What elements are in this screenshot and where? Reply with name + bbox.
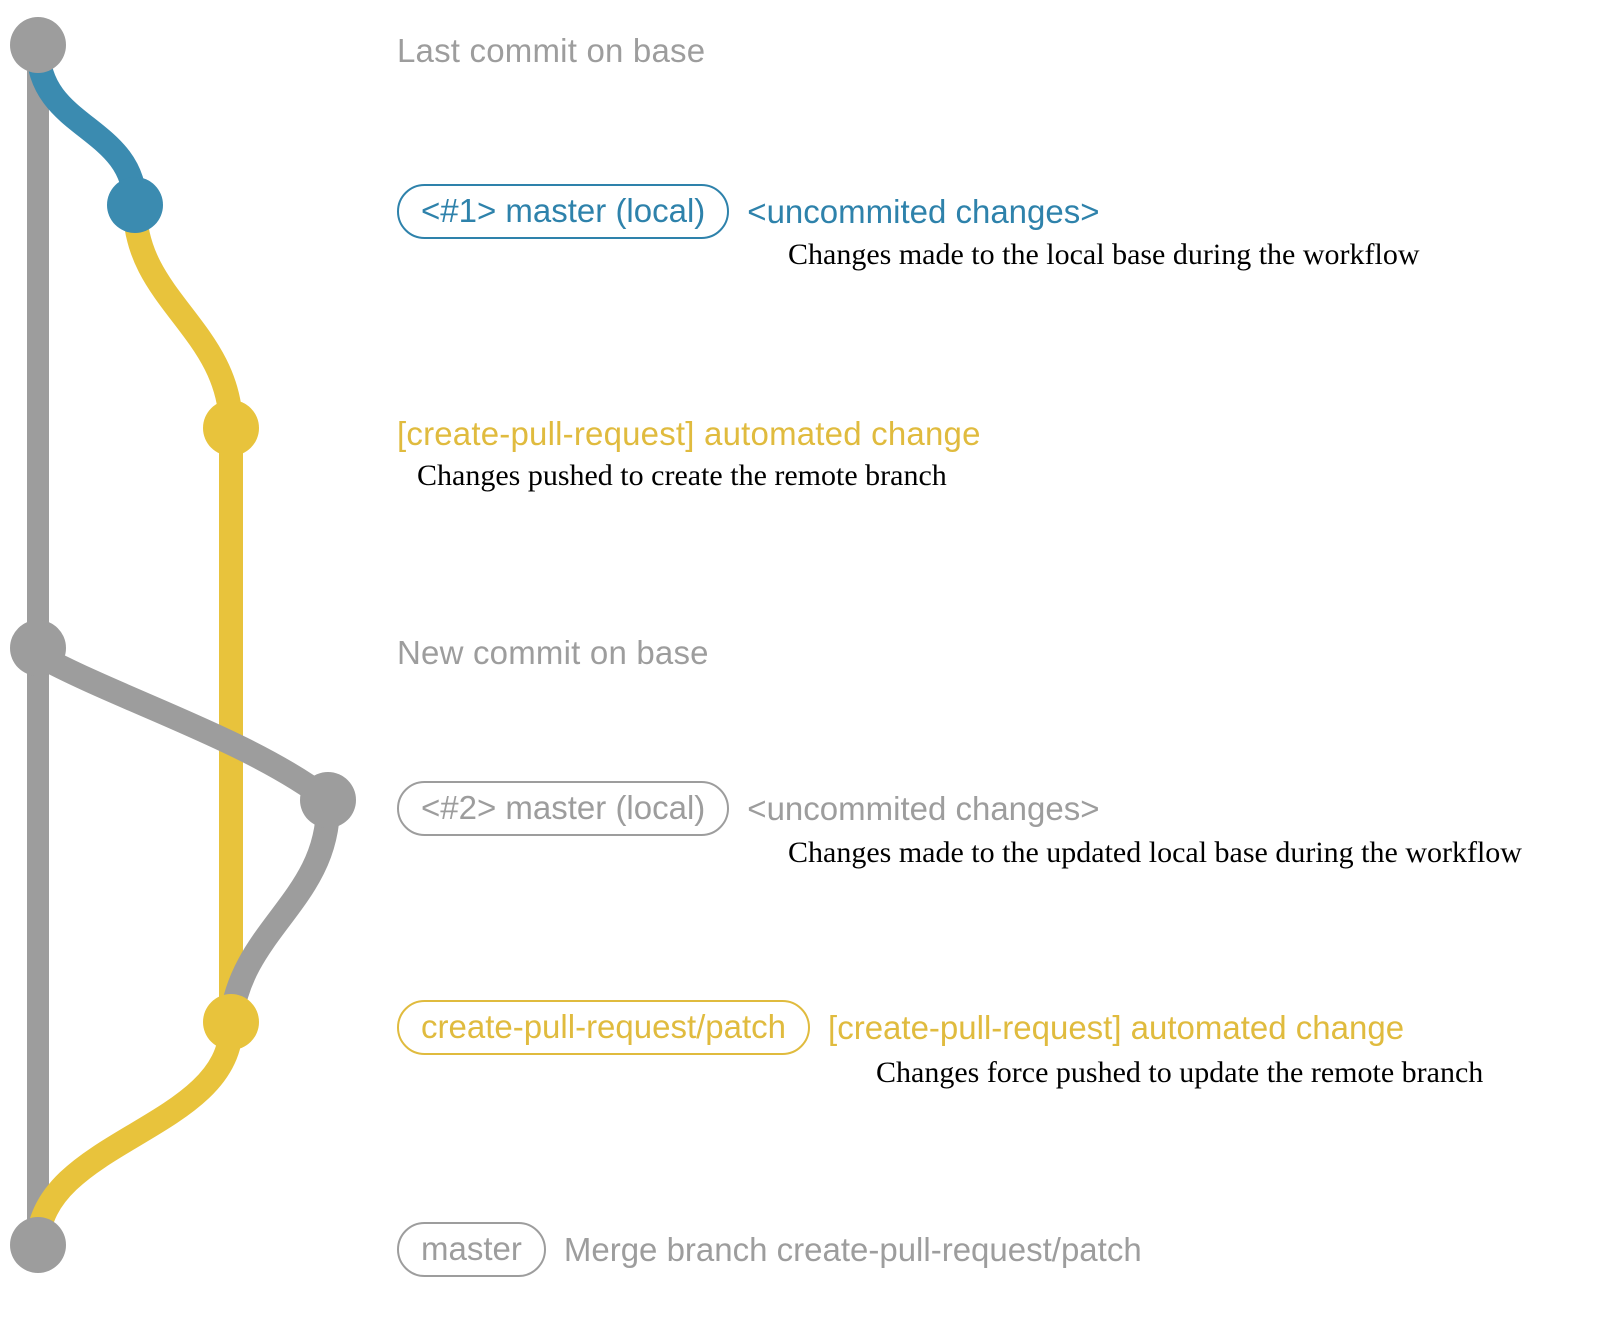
commit-node-base-new[interactable]	[10, 620, 66, 676]
row-new-commit-on-base: New commit on base	[397, 634, 709, 672]
commit-node-remote-2[interactable]	[203, 994, 259, 1050]
commit-message-master-merge: Merge branch create-pull-request/patch	[563, 1231, 1142, 1268]
commit-message-new-commit-on-base: New commit on base	[397, 634, 709, 671]
row-master-local-1: <#1> master (local) <uncommited changes>	[397, 184, 1100, 239]
branch-badge-master-local-1[interactable]: <#1> master (local)	[397, 184, 730, 239]
row-master-merge: master Merge branch create-pull-request/…	[397, 1222, 1142, 1277]
commit-node-master-merge[interactable]	[10, 1217, 66, 1273]
commit-node-local-1[interactable]	[107, 177, 163, 233]
commit-node-base-last[interactable]	[10, 17, 66, 73]
row-create-pull-request-patch: create-pull-request/patch [create-pull-r…	[397, 1000, 1404, 1055]
commit-message-automated-change-1: [create-pull-request] automated change	[397, 415, 981, 452]
graph-edge-local1-to-remote1	[123, 196, 243, 440]
commit-message-master-local-2: <uncommited changes>	[747, 790, 1100, 827]
description-master-local-2: Changes made to the updated local base d…	[788, 836, 1522, 869]
branch-badge-create-pull-request-patch[interactable]: create-pull-request/patch	[397, 1000, 811, 1055]
commit-message-master-local-1: <uncommited changes>	[747, 193, 1100, 230]
graph-edge-remote2-to-merge	[26, 1014, 243, 1257]
description-automated-change-1: Changes pushed to create the remote bran…	[417, 459, 947, 492]
description-master-local-1: Changes made to the local base during th…	[788, 238, 1420, 271]
row-last-commit-on-base: Last commit on base	[397, 32, 705, 70]
commit-node-remote-1[interactable]	[203, 400, 259, 456]
graph-edge-local2-to-remote2	[219, 794, 340, 1034]
commit-message-last-commit-on-base: Last commit on base	[397, 32, 706, 69]
branch-badge-master[interactable]: master	[397, 1222, 546, 1277]
commit-message-create-pull-request-patch: [create-pull-request] automated change	[828, 1009, 1405, 1046]
branch-badge-master-local-2[interactable]: <#2> master (local)	[397, 781, 730, 836]
row-automated-change-1: [create-pull-request] automated change	[397, 415, 981, 453]
description-create-pull-request-patch: Changes force pushed to update the remot…	[876, 1056, 1484, 1089]
graph-edge-newbase-to-local2	[26, 643, 340, 812]
row-master-local-2: <#2> master (local) <uncommited changes>	[397, 781, 1100, 836]
commit-node-local-2[interactable]	[300, 772, 356, 828]
